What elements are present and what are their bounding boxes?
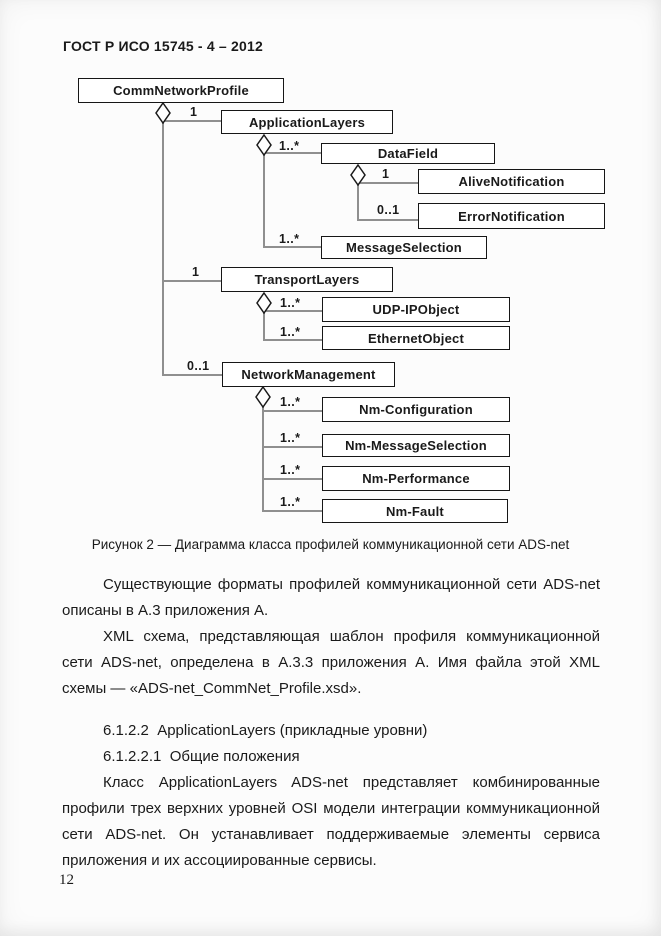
class-box-alive-notification: AliveNotification — [418, 169, 605, 194]
multiplicity-label: 0..1 — [187, 359, 210, 373]
association-line — [262, 406, 264, 511]
multiplicity-label: 1..* — [280, 395, 301, 409]
association-line — [262, 410, 322, 412]
association-line — [262, 478, 322, 480]
aggregation-diamond-icon — [256, 134, 272, 156]
multiplicity-label: 1..* — [280, 463, 301, 477]
association-line — [263, 246, 321, 248]
association-line — [263, 152, 321, 154]
association-line — [162, 122, 164, 375]
aggregation-diamond-icon — [350, 164, 366, 186]
class-box-ethernet-object: EthernetObject — [322, 326, 510, 350]
association-line — [162, 374, 222, 376]
class-box-error-notification: ErrorNotification — [418, 203, 605, 229]
class-box-transport-layers: TransportLayers — [221, 267, 393, 292]
multiplicity-label: 1..* — [280, 431, 301, 445]
page-number: 12 — [59, 872, 74, 888]
paragraph: Класс ApplicationLayers ADS-net представ… — [62, 774, 600, 869]
association-line — [263, 154, 265, 247]
page-header: ГОСТ Р ИСО 15745 - 4 – 2012 — [63, 38, 263, 54]
class-box-nm-message-selection: Nm-MessageSelection — [322, 434, 510, 457]
figure-caption: Рисунок 2 — Диаграмма класса профилей ко… — [91, 537, 570, 552]
class-box-data-field: DataField — [321, 143, 495, 164]
class-box-network-management: NetworkManagement — [222, 362, 395, 387]
association-line — [357, 182, 359, 221]
association-line — [357, 219, 419, 221]
association-line — [263, 339, 322, 341]
class-box-comm-network-profile: CommNetworkProfile — [78, 78, 284, 103]
aggregation-diamond-icon — [256, 292, 272, 314]
multiplicity-label: 1..* — [279, 139, 300, 153]
association-line — [162, 280, 221, 282]
class-box-application-layers: ApplicationLayers — [221, 110, 393, 134]
section-heading: 6.1.2.2 ApplicationLayers (прикладные ур… — [103, 722, 428, 739]
multiplicity-label: 1 — [192, 265, 200, 279]
class-box-udp-ip-object: UDP-IPObject — [322, 297, 510, 322]
paragraph: Существующие форматы профилей коммуникац… — [62, 576, 600, 619]
multiplicity-label: 1..* — [279, 232, 300, 246]
association-line — [262, 510, 322, 512]
class-box-nm-configuration: Nm-Configuration — [322, 397, 510, 422]
association-line — [162, 120, 221, 122]
association-line — [263, 310, 322, 312]
aggregation-diamond-icon — [155, 102, 171, 124]
association-line — [263, 312, 265, 340]
association-line — [262, 446, 322, 448]
class-box-nm-performance: Nm-Performance — [322, 466, 510, 491]
aggregation-diamond-icon — [255, 386, 271, 408]
association-line — [357, 182, 419, 184]
multiplicity-label: 1 — [382, 167, 390, 181]
section-heading: 6.1.2.2.1 Общие положения — [103, 748, 300, 765]
multiplicity-label: 1..* — [280, 296, 301, 310]
multiplicity-label: 1 — [190, 105, 198, 119]
class-box-nm-fault: Nm-Fault — [322, 499, 508, 523]
multiplicity-label: 1..* — [280, 325, 301, 339]
class-box-message-selection: MessageSelection — [321, 236, 487, 259]
multiplicity-label: 0..1 — [377, 203, 400, 217]
paragraph: XML схема, представляющая шаблон профиля… — [62, 628, 600, 697]
multiplicity-label: 1..* — [280, 495, 301, 509]
class-diagram: 1 1..* 1 0..1 1..* 1 1..* 1..* 0..1 1..*… — [78, 78, 605, 523]
body-text: Существующие форматы профилей коммуникац… — [62, 572, 600, 874]
